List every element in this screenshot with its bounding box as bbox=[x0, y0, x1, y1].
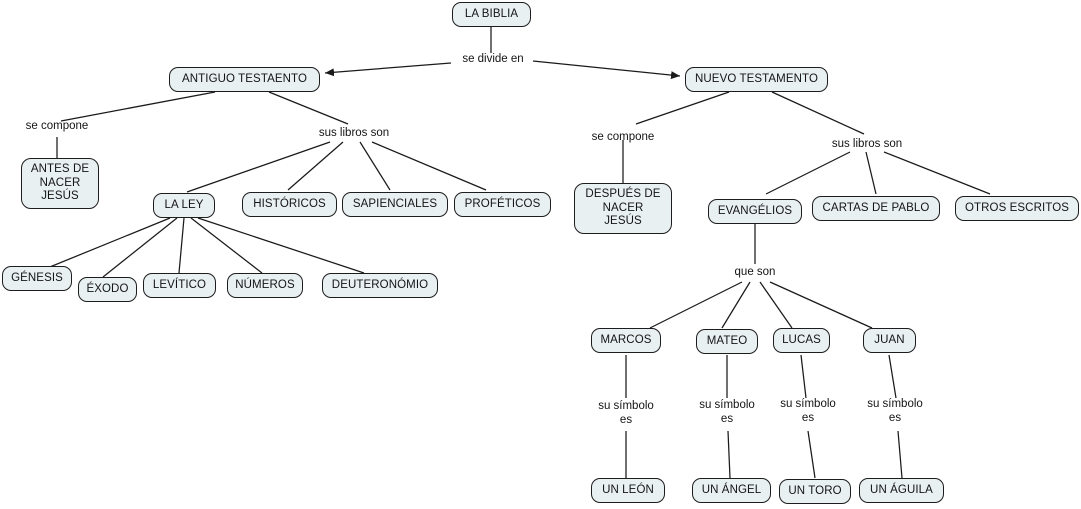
node-deuteronomio[interactable]: DEUTERONÓMIO bbox=[322, 273, 438, 298]
node-un-aguila[interactable]: UN ÁGUILA bbox=[859, 478, 944, 503]
link-label-se-compone-nt: se compone bbox=[591, 131, 655, 143]
node-genesis[interactable]: GÉNESIS bbox=[2, 266, 72, 291]
node-lucas[interactable]: LUCAS bbox=[773, 328, 830, 353]
node-juan[interactable]: JUAN bbox=[863, 328, 916, 353]
link-label-sus-libros-son-nt: sus libros son bbox=[831, 138, 903, 150]
node-mateo[interactable]: MATEO bbox=[696, 329, 758, 354]
node-marcos[interactable]: MARCOS bbox=[591, 328, 661, 353]
node-la-biblia[interactable]: LA BIBLIA bbox=[452, 2, 531, 27]
node-levitico[interactable]: LEVÍTICO bbox=[143, 273, 216, 298]
link-label-simbolo-lucas: su símbolo es bbox=[780, 398, 836, 424]
link-label-se-compone-ot: se compone bbox=[25, 120, 89, 132]
node-cartas-de-pablo[interactable]: CARTAS DE PABLO bbox=[812, 196, 940, 221]
node-exodo[interactable]: ÉXODO bbox=[78, 277, 137, 302]
link-label-sus-libros-son-ot: sus libros son bbox=[318, 127, 390, 139]
node-profeticos[interactable]: PROFÉTICOS bbox=[454, 192, 551, 217]
link-label-que-son: que son bbox=[734, 266, 776, 278]
node-despues-de-nacer-jesus[interactable]: DESPUÉS DE NACER JESÚS bbox=[574, 183, 672, 234]
node-sapienciales[interactable]: SAPIENCIALES bbox=[342, 192, 448, 217]
link-label-simbolo-juan: su símbolo es bbox=[867, 398, 923, 424]
node-nuevo-testamento[interactable]: NUEVO TESTAMENTO bbox=[685, 67, 828, 92]
node-historicos[interactable]: HISTÓRICOS bbox=[242, 192, 337, 217]
node-un-angel[interactable]: UN ÁNGEL bbox=[692, 478, 771, 503]
node-numeros[interactable]: NÚMEROS bbox=[227, 273, 303, 298]
link-label-simbolo-mateo: su símbolo es bbox=[699, 399, 755, 425]
link-label-se-divide-en: se divide en bbox=[462, 53, 524, 65]
node-la-ley[interactable]: LA LEY bbox=[153, 193, 215, 218]
node-antes-de-nacer-jesus[interactable]: ANTES DE NACER JESÚS bbox=[21, 158, 99, 209]
node-un-leon[interactable]: UN LEÓN bbox=[591, 478, 665, 503]
node-evangelios[interactable]: EVANGÉLIOS bbox=[708, 199, 802, 224]
node-antiguo-testamento[interactable]: ANTIGUO TESTAENTO bbox=[169, 67, 320, 92]
link-label-simbolo-marcos: su símbolo es bbox=[598, 400, 654, 426]
node-un-toro[interactable]: UN TORO bbox=[779, 479, 851, 504]
node-otros-escritos[interactable]: OTROS ESCRITOS bbox=[955, 196, 1079, 221]
